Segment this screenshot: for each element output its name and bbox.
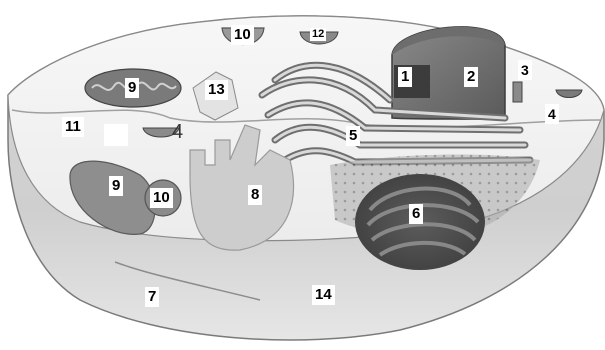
lysosome-left	[142, 127, 180, 138]
membrane-rim	[11, 109, 601, 129]
label-12: 12	[310, 28, 327, 41]
label-5: 5	[346, 126, 361, 146]
nucleus-cut-face	[392, 26, 505, 55]
label-3: 3	[518, 60, 532, 80]
label-9-top: 9	[125, 78, 140, 98]
label-10-left: 10	[150, 188, 173, 208]
pore-structure	[512, 81, 523, 103]
label-6: 6	[409, 204, 424, 224]
lysosome-right	[555, 89, 583, 98]
label-2: 2	[464, 67, 479, 87]
label-10-top: 10	[231, 25, 254, 45]
label-11: 11	[62, 117, 84, 137]
cytoskeleton-filament	[114, 261, 261, 301]
smooth-endoplasmic-reticulum	[189, 124, 295, 251]
label-9-left: 9	[109, 176, 124, 196]
label-4-left: 4	[172, 121, 184, 143]
label-4-right: 4	[545, 104, 559, 124]
cytosol-marker	[104, 124, 128, 146]
label-14: 14	[312, 285, 335, 305]
label-7: 7	[145, 287, 160, 307]
label-8: 8	[248, 185, 263, 205]
label-13: 13	[205, 80, 228, 100]
label-1: 1	[398, 67, 413, 87]
